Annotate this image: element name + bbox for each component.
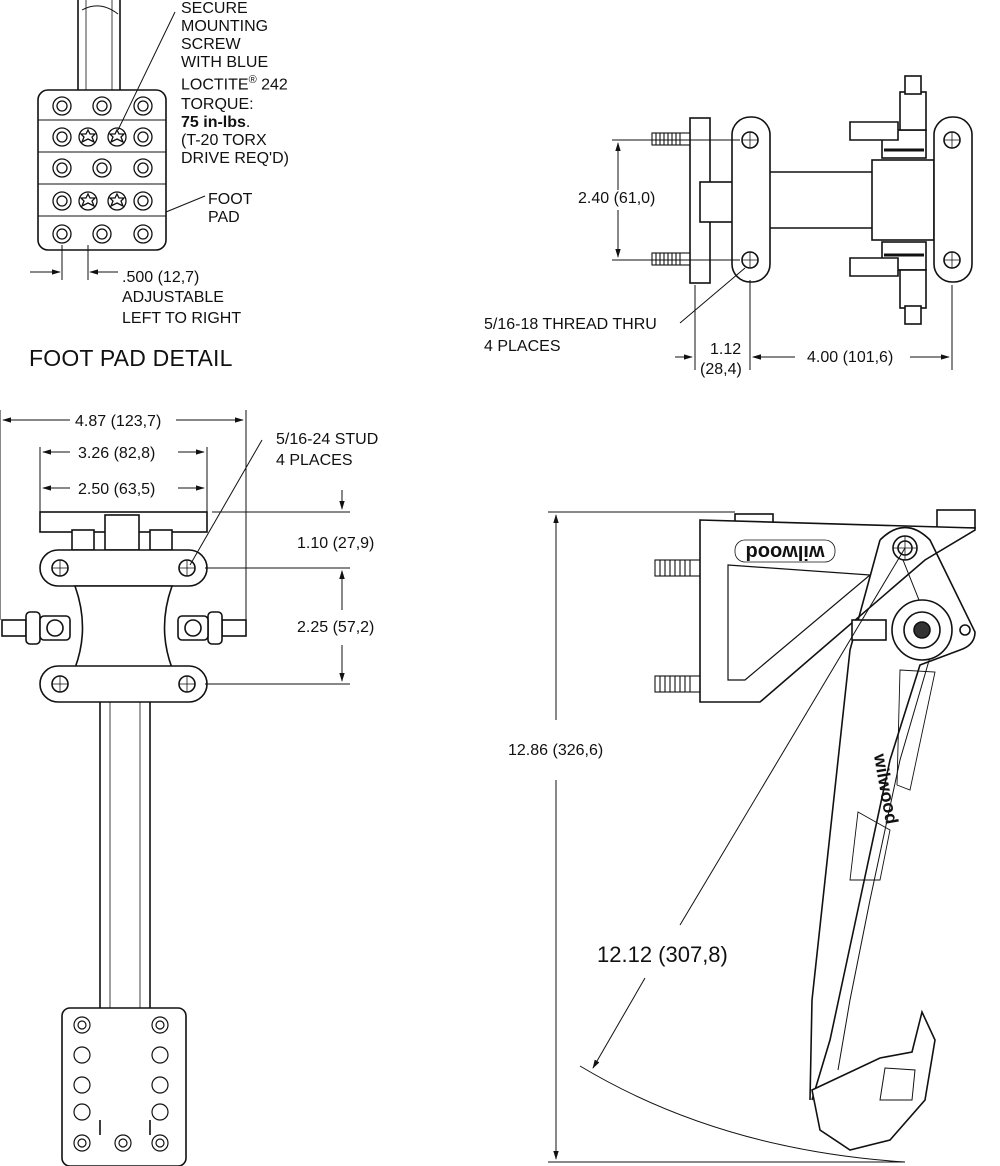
foot-pad-label-line-2: PAD — [208, 209, 240, 226]
foot-pad-detail-title: FOOT PAD DETAIL — [29, 345, 233, 371]
thread-note-line-2: 4 PLACES — [484, 338, 561, 355]
torque-value: 75 in-lbs. — [181, 114, 250, 131]
torque-period: . — [245, 114, 251, 131]
adjust-dimension: .500 (12,7) — [122, 269, 200, 286]
top-view-length-dimension: 4.00 (101,6) — [807, 349, 894, 366]
front-view — [0, 410, 350, 1166]
loctite-note: LOCTITE® 242 — [181, 72, 288, 93]
front-spacing-dimension: 2.25 (57,2) — [297, 619, 375, 636]
screw-note-line-2: MOUNTING — [181, 18, 269, 35]
top-view-offset-dimension: 1.12 — [710, 341, 742, 358]
front-mid-width-dimension: 3.26 (82,8) — [78, 445, 156, 462]
top-view — [612, 75, 973, 370]
screw-note-line-3: SCREW — [181, 36, 241, 53]
stud-note-line-2: 4 PLACES — [276, 452, 353, 469]
screw-note-line-4: WITH BLUE — [181, 54, 269, 71]
torque-value-bold: 75 in-lbs — [181, 114, 246, 131]
drive-note-line-1: (T-20 TORX — [181, 132, 267, 149]
top-view-height-dimension: 2.40 (61,0) — [578, 190, 656, 207]
front-inner-width-dimension: 2.50 (63,5) — [78, 481, 156, 498]
adjust-note-line-2: LEFT TO RIGHT — [122, 310, 242, 327]
stud-note-line-1: 5/16-24 STUD — [276, 431, 379, 448]
loctite-registered-mark: ® — [248, 74, 257, 86]
side-view — [548, 509, 976, 1163]
screw-note-line-1: SECURE — [181, 0, 248, 17]
top-view-offset-dimension-metric: (28,4) — [700, 361, 742, 378]
front-top-dimension: 1.10 (27,9) — [297, 535, 375, 552]
loctite-number: 242 — [261, 76, 288, 94]
foot-pad-detail — [30, 0, 206, 280]
loctite-text: LOCTITE — [181, 76, 249, 94]
brand-logo-bracket: wilwood — [746, 541, 826, 563]
side-radius-dimension: 12.12 (307,8) — [597, 942, 728, 967]
drive-note-line-2: DRIVE REQ'D) — [181, 150, 289, 167]
adjust-note-line-1: ADJUSTABLE — [122, 289, 224, 306]
torque-label: TORQUE: — [181, 96, 254, 113]
foot-pad-label-line-1: FOOT — [208, 191, 253, 208]
side-height-dimension: 12.86 (326,6) — [508, 742, 604, 759]
front-overall-width-dimension: 4.87 (123,7) — [75, 413, 162, 430]
brand-logo-arm: wilwood — [870, 751, 902, 825]
thread-note-line-1: 5/16-18 THREAD THRU — [484, 316, 657, 333]
